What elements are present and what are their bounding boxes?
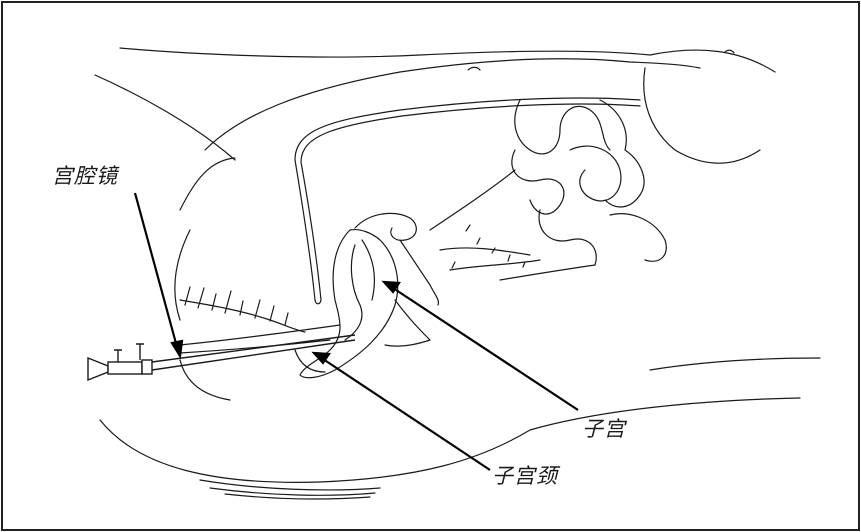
bladder-outline xyxy=(175,158,235,320)
pointer-arrows xyxy=(135,193,578,470)
ligament-tube-end xyxy=(315,300,321,304)
scope-valve-1 xyxy=(114,350,122,362)
intestine-loop-5 xyxy=(539,210,596,265)
label-uterus: 子宫 xyxy=(582,413,626,443)
uterus-outer xyxy=(300,230,398,378)
buttocks-curve xyxy=(644,68,760,163)
intestine-loop-4 xyxy=(600,100,644,207)
scope-body xyxy=(108,362,142,374)
thigh-line xyxy=(650,358,820,370)
scope-valve-2 xyxy=(136,344,144,360)
intestine-loop-3 xyxy=(570,146,621,201)
back-contour xyxy=(120,48,775,72)
arrow-line-hysteroscope xyxy=(135,193,177,347)
ligament-tube-outer xyxy=(295,98,640,300)
arrow-head-hysteroscope xyxy=(172,341,182,356)
arrow-line-uterus xyxy=(393,288,578,410)
arrow-line-cervix xyxy=(323,359,490,470)
mesentery-details xyxy=(452,225,525,268)
scope-collar xyxy=(142,360,152,374)
scope-eyepiece xyxy=(88,358,108,380)
intestine-loop-6 xyxy=(610,214,666,262)
label-hysteroscope: 宫腔镜 xyxy=(50,160,120,190)
uterus-cavity xyxy=(345,240,374,340)
intestine-loop-2 xyxy=(512,150,564,214)
pubic-hatching xyxy=(185,287,288,325)
label-cervix: 子宫颈 xyxy=(492,460,558,490)
intestine-loop-1 xyxy=(515,100,610,154)
abdominal-contour xyxy=(95,59,700,160)
lower-body-curve xyxy=(100,398,800,482)
small-mark xyxy=(468,67,480,70)
perineum-curve xyxy=(180,360,230,400)
